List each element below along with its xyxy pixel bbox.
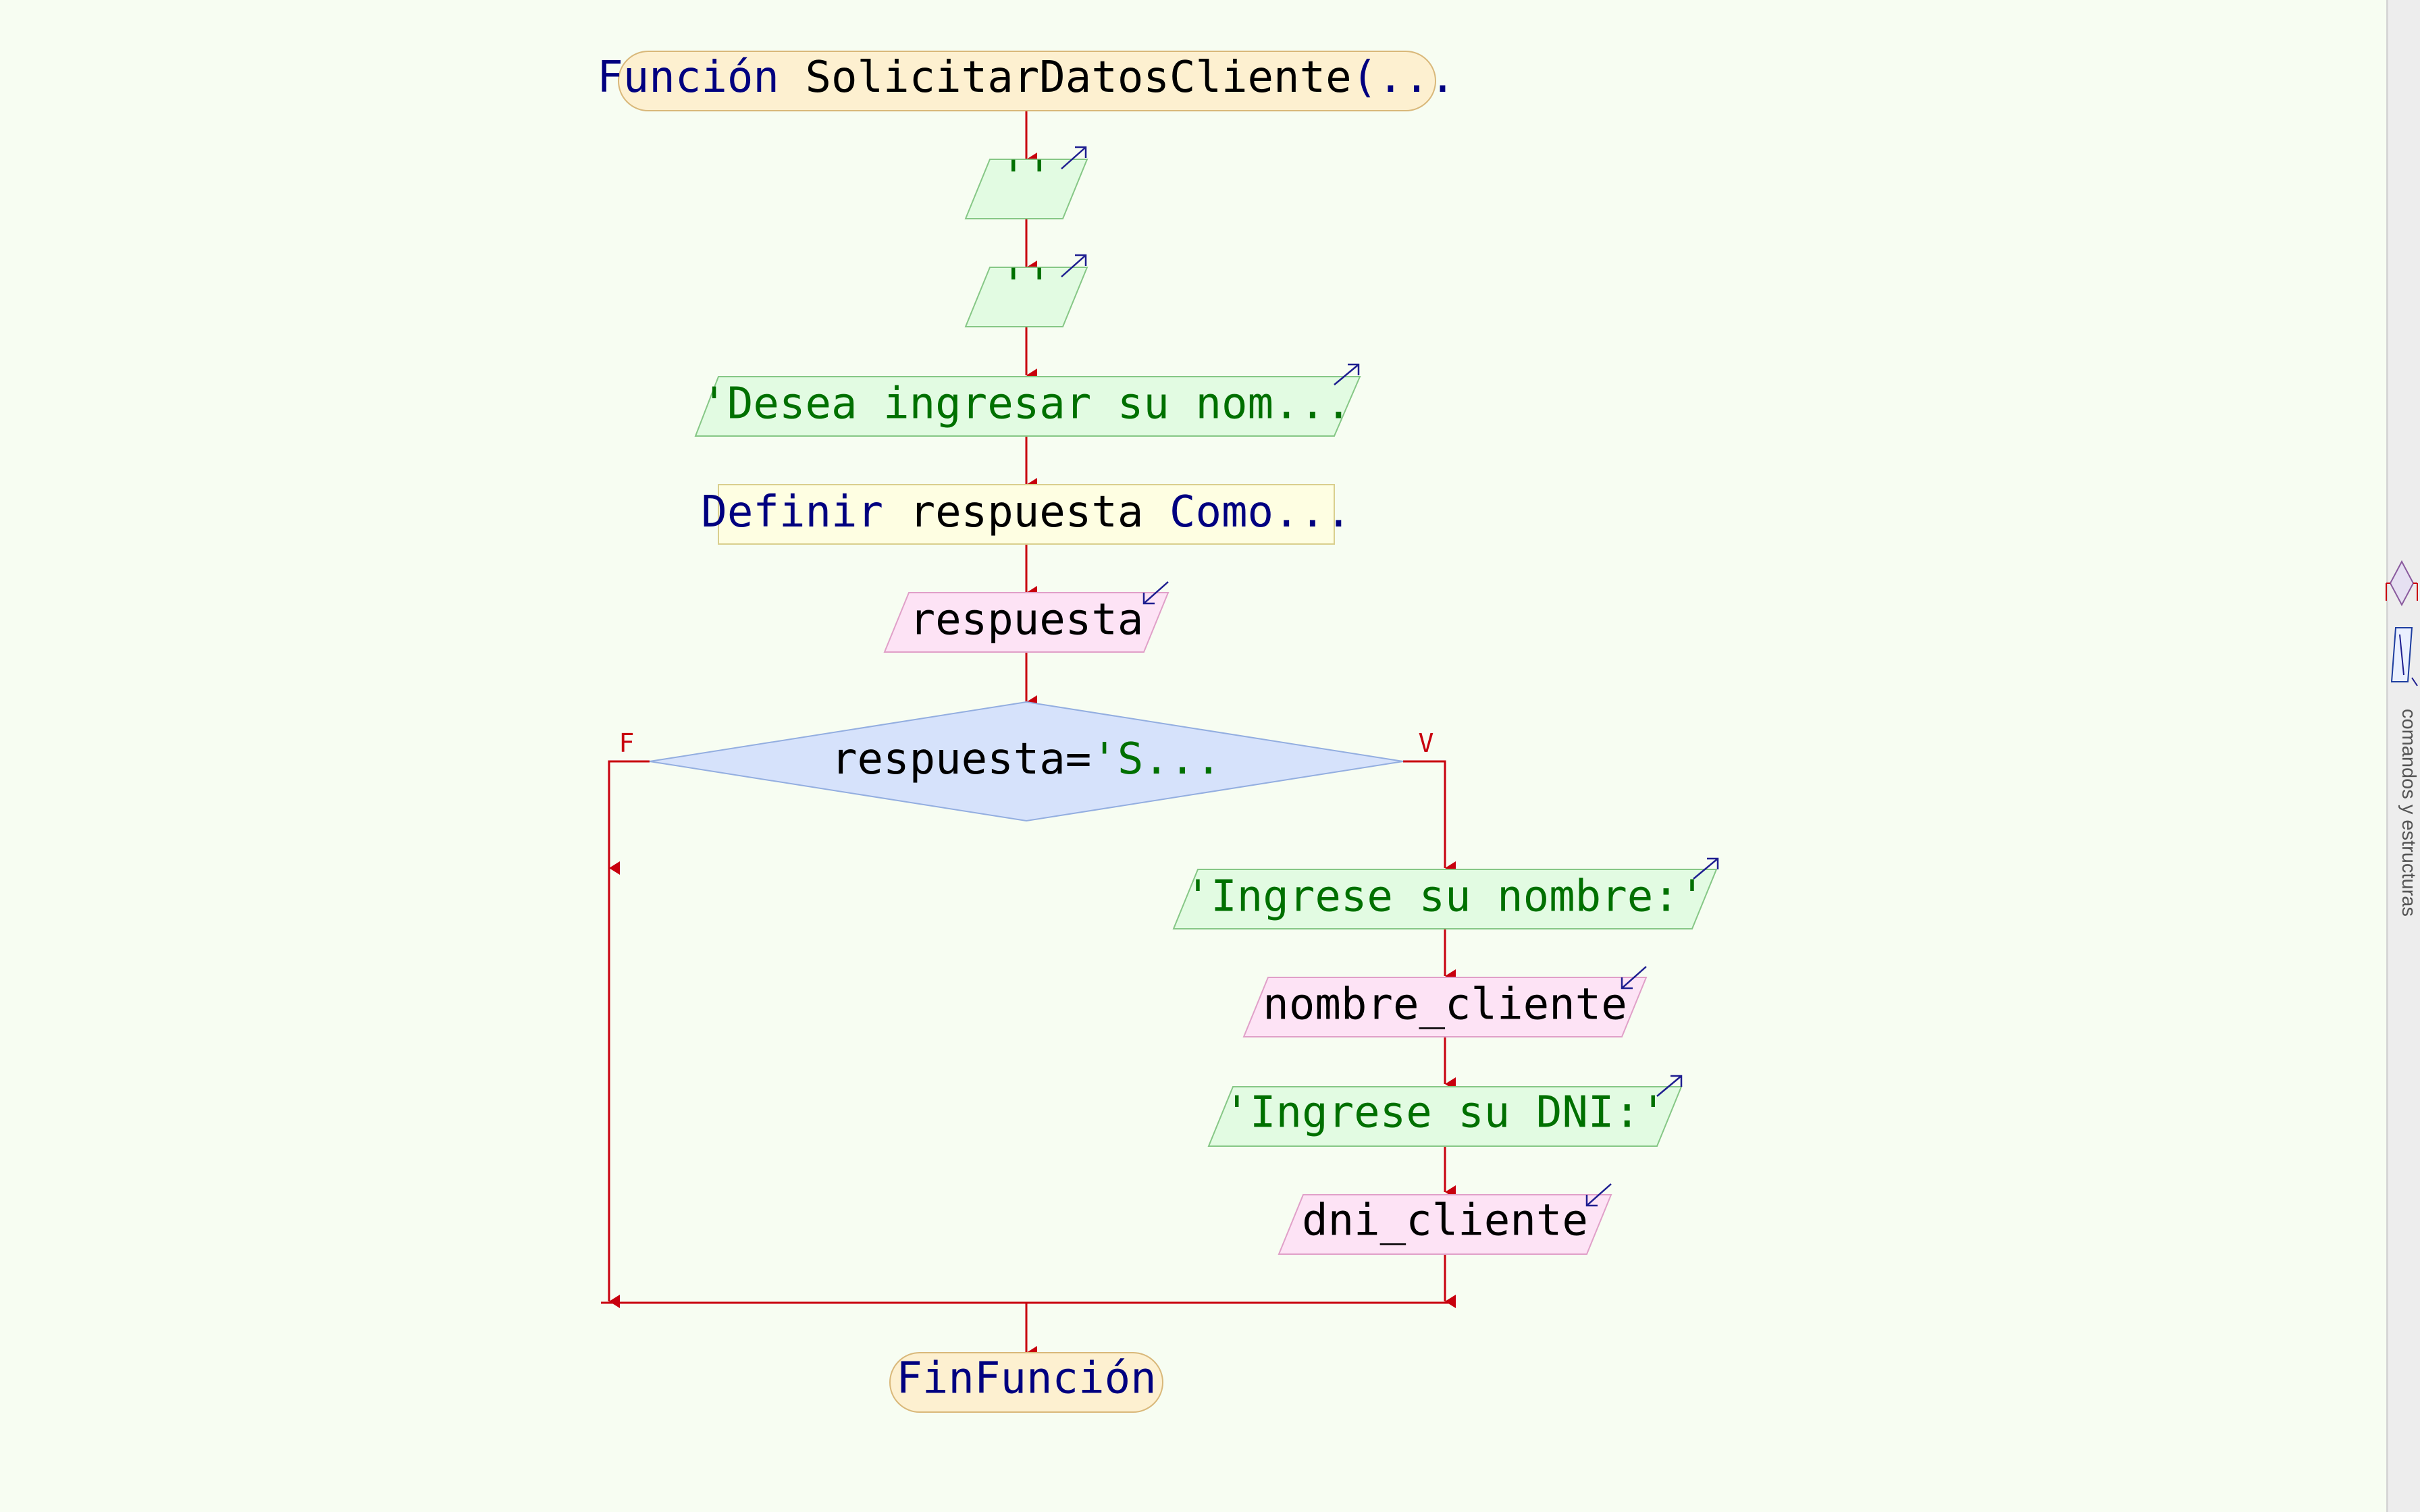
- input-node[interactable]: dni_cliente: [1278, 1183, 1612, 1255]
- define-keyword: Definir: [701, 487, 883, 537]
- input-arrow-icon: [1585, 1183, 1612, 1207]
- sidebar-shape-icons: [2386, 560, 2418, 686]
- output-text: 'Ingrese su DNI:': [1224, 1088, 1666, 1138]
- function-name: SolicitarDatosCliente: [779, 53, 1352, 103]
- input-text: dni_cliente: [1302, 1196, 1588, 1246]
- define-variable: respuesta: [883, 487, 1169, 537]
- svg-text:Función SolicitarDatosCliente(: Función SolicitarDatosCliente(...: [597, 53, 1456, 103]
- end-node[interactable]: FinFunción: [889, 1352, 1163, 1413]
- start-node[interactable]: Función SolicitarDatosCliente(...: [597, 51, 1456, 111]
- output-node[interactable]: 'Ingrese su nombre:': [1172, 857, 1719, 929]
- input-text: nombre_cliente: [1263, 980, 1627, 1030]
- condition-value: 'S...: [1091, 734, 1221, 784]
- input-arrow-icon: [1142, 581, 1169, 605]
- output-node[interactable]: '': [964, 146, 1088, 219]
- define-type-keyword: Como...: [1169, 487, 1352, 537]
- svg-text:Definir respuesta Como...: Definir respuesta Como...: [701, 487, 1351, 537]
- output-text: 'Ingrese su nombre:': [1185, 872, 1706, 922]
- define-node[interactable]: Definir respuesta Como...: [701, 484, 1352, 545]
- output-node[interactable]: 'Desea ingresar su nom...: [694, 363, 1361, 437]
- commands-sidebar[interactable]: [2386, 0, 2420, 1512]
- connectors: [601, 111, 1456, 1359]
- output-text: 'Desea ingresar su nom...: [701, 379, 1351, 429]
- input-text: respuesta: [910, 595, 1144, 645]
- output-node[interactable]: '': [964, 254, 1088, 327]
- input-arrow-icon: [1621, 966, 1647, 990]
- output-text: '': [1000, 261, 1052, 310]
- output-arrow-icon: [1693, 857, 1719, 880]
- output-shape-icon[interactable]: [2390, 627, 2418, 686]
- condition-variable: respuesta=: [831, 734, 1091, 784]
- sidebar-label[interactable]: comandos y estructuras: [2398, 709, 2419, 917]
- true-branch-label: V: [1419, 728, 1434, 758]
- output-arrow-icon: [1656, 1075, 1683, 1097]
- input-node[interactable]: respuesta: [883, 581, 1169, 653]
- arrow-false-branch: [608, 760, 650, 875]
- output-arrow-icon: [1061, 146, 1087, 169]
- svg-text:respuesta='S...: respuesta='S...: [831, 734, 1221, 784]
- decision-node[interactable]: respuesta='S... F V: [619, 701, 1434, 822]
- input-node[interactable]: nombre_cliente: [1242, 966, 1648, 1037]
- output-arrow-icon: [1334, 363, 1360, 385]
- decision-shape-icon[interactable]: [2386, 560, 2418, 607]
- false-branch-label: F: [619, 728, 635, 758]
- end-label: FinFunción: [896, 1354, 1156, 1404]
- function-params: (...: [1352, 53, 1456, 103]
- arrow-true-branch: [1403, 760, 1456, 875]
- output-text: '': [1000, 153, 1052, 202]
- output-arrow-icon: [1061, 254, 1087, 277]
- output-node[interactable]: 'Ingrese su DNI:': [1207, 1075, 1683, 1147]
- function-keyword: Función: [597, 53, 779, 103]
